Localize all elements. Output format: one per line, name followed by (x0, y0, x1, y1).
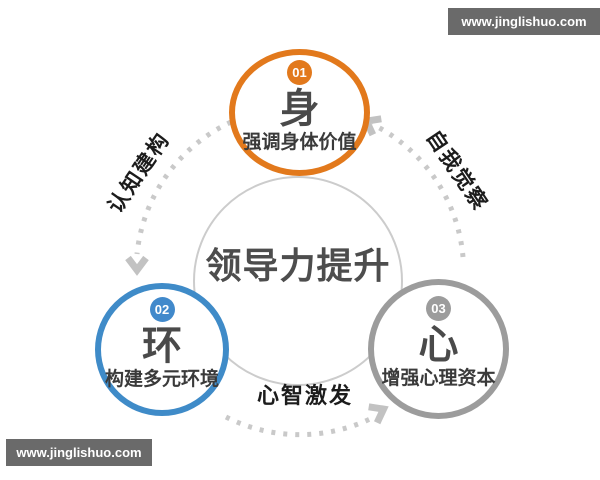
node-environment: 02 环 构建多元环境 (95, 283, 229, 416)
watermark-top-right: www.jinglishuo.com (448, 8, 600, 35)
node-environment-keyword: 环 (142, 324, 182, 368)
node-mind-badge: 03 (426, 296, 451, 321)
arc-body-to-env (134, 119, 233, 255)
arrow-down-icon (125, 255, 149, 276)
arc-env-to-mind (224, 414, 376, 438)
connector-label-mind-stimulation: 心智激发 (256, 383, 354, 408)
node-environment-badge: 02 (149, 297, 175, 322)
node-mind-description: 增强心理资本 (381, 368, 496, 389)
node-body: 01 身 强调身体价值 (229, 49, 370, 176)
node-body-description: 强调身体价值 (242, 132, 357, 153)
node-body-keyword: 身 (279, 87, 320, 131)
watermark-bottom-left: www.jinglishuo.com (6, 439, 152, 466)
node-environment-description: 构建多元环境 (104, 369, 219, 390)
node-body-badge: 01 (287, 60, 312, 85)
node-mind: 03 心 增强心理资本 (368, 279, 509, 419)
center-title: 领导力提升 (205, 245, 391, 286)
node-mind-keyword: 心 (418, 323, 459, 367)
arrow-right-icon (368, 403, 389, 425)
arc-mind-to-body (370, 121, 466, 258)
